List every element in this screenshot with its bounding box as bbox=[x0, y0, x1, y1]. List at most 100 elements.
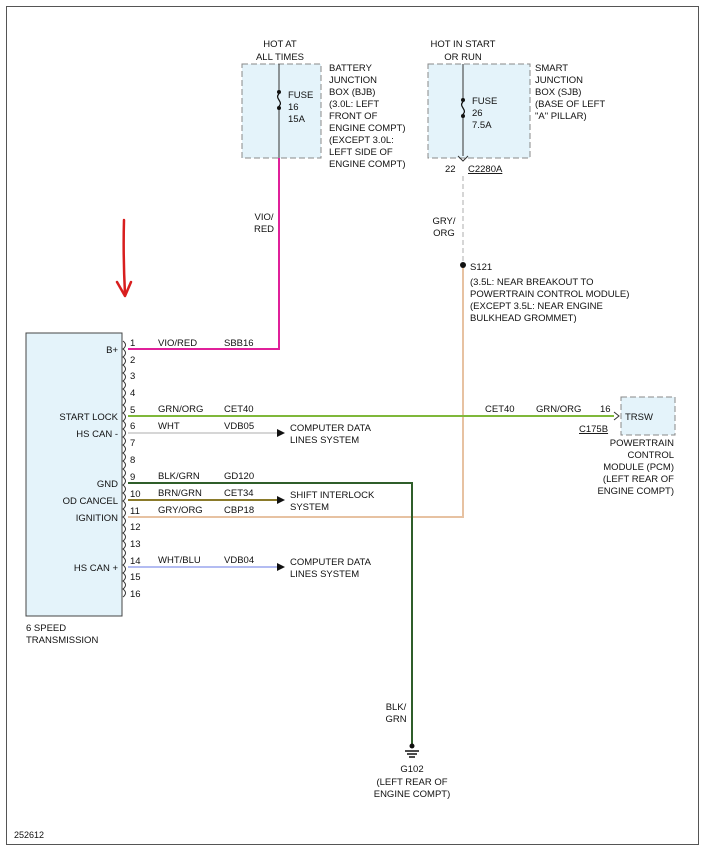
pcm-desc-line: CONTROL bbox=[628, 450, 674, 461]
bjb-fuse-label: FUSE bbox=[288, 90, 313, 101]
bjb-desc-line: JUNCTION bbox=[329, 75, 377, 86]
pin-number: 1 bbox=[130, 338, 135, 349]
smart-junction-box: HOT IN START OR RUN FUSE 26 7.5A SMART J… bbox=[427, 39, 605, 175]
ground-desc-line: ENGINE COMPT) bbox=[374, 789, 451, 800]
wire-color-label: BRN/GRN bbox=[158, 488, 202, 499]
gry-org-label-2: ORG bbox=[433, 228, 455, 239]
pin-number: 9 bbox=[130, 472, 135, 483]
signal-b-plus: B+ bbox=[106, 345, 118, 356]
bjb-desc-line: LEFT SIDE OF bbox=[329, 147, 393, 158]
signal-hs-can-plus: HS CAN + bbox=[74, 563, 119, 574]
sjb-desc-line: BOX (SJB) bbox=[535, 87, 581, 98]
circuit-id-label: CET40 bbox=[224, 404, 254, 415]
bjb-box bbox=[241, 63, 322, 159]
bjb-fuse-rating: 15A bbox=[288, 114, 306, 125]
signal-gnd: GND bbox=[97, 479, 118, 490]
circuit-id-label: SBB16 bbox=[224, 338, 254, 349]
pin-number: 13 bbox=[130, 539, 141, 550]
sjb-pin-number: 22 bbox=[445, 164, 456, 175]
dest-computer-data-1: COMPUTER DATA bbox=[290, 423, 372, 434]
dest-shift-interlock-1: SHIFT INTERLOCK bbox=[290, 490, 375, 501]
connector-pin-icon bbox=[457, 155, 469, 162]
bjb-desc-line: ENGINE COMPT) bbox=[329, 159, 406, 170]
splice-desc-line: POWERTRAIN CONTROL MODULE) bbox=[470, 289, 629, 300]
dest-computer-data-3: COMPUTER DATA bbox=[290, 557, 372, 568]
gry-org-label-1: GRY/ bbox=[432, 216, 455, 227]
module-box bbox=[25, 332, 123, 617]
pcm-signal: TRSW bbox=[625, 412, 653, 423]
bjb-desc-line: ENGINE COMPT) bbox=[329, 123, 406, 134]
circuit-id-label: VDB05 bbox=[224, 421, 254, 432]
ground-desc-line: (LEFT REAR OF bbox=[376, 777, 447, 788]
bjb-description: BATTERY JUNCTION BOX (BJB) (3.0L: LEFT F… bbox=[329, 63, 406, 170]
signal-od-cancel: OD CANCEL bbox=[63, 496, 118, 507]
fuse-icon bbox=[276, 90, 282, 110]
circuit-id-label: GD120 bbox=[224, 471, 254, 482]
pin-number: 14 bbox=[130, 556, 141, 567]
battery-junction-box: HOT AT ALL TIMES FUSE 16 15A BATTERY JUN… bbox=[241, 39, 406, 170]
arrow-icon bbox=[277, 496, 285, 504]
pcm-pin-number: 16 bbox=[600, 404, 611, 415]
ground-id: G102 bbox=[400, 764, 423, 775]
wire-vio-red bbox=[128, 158, 280, 350]
pcm-desc-line: (LEFT REAR OF bbox=[603, 474, 674, 485]
module-name-2: TRANSMISSION bbox=[26, 635, 98, 646]
wire-blk-grn bbox=[128, 482, 413, 744]
pin-number: 11 bbox=[130, 506, 140, 517]
pcm-connector-id: C175B bbox=[579, 424, 608, 435]
splice-dot-icon bbox=[460, 262, 466, 268]
sjb-fuse-label: FUSE bbox=[472, 96, 497, 107]
sjb-desc-line: JUNCTION bbox=[535, 75, 583, 86]
bjb-desc-line: FRONT OF bbox=[329, 111, 378, 122]
pin-number: 4 bbox=[130, 388, 135, 399]
wires bbox=[128, 158, 614, 744]
dest-shift-interlock-2: SYSTEM bbox=[290, 502, 329, 513]
splice-s121: S121 (3.5L: NEAR BREAKOUT TO POWERTRAIN … bbox=[460, 262, 629, 324]
sjb-desc-line: SMART bbox=[535, 63, 568, 74]
bjb-desc-line: BOX (BJB) bbox=[329, 87, 375, 98]
fuse-icon bbox=[460, 98, 466, 118]
sjb-desc-line: "A" PILLAR) bbox=[535, 111, 587, 122]
pin-number: 5 bbox=[130, 405, 135, 416]
transmission-module: B+ START LOCK HS CAN - GND OD CANCEL IGN… bbox=[25, 332, 123, 646]
wire-gry-org bbox=[128, 265, 464, 518]
sjb-power-label-2: OR RUN bbox=[444, 52, 482, 63]
bjb-power-label-1: HOT AT bbox=[263, 39, 297, 50]
connector-pin-icon bbox=[613, 411, 620, 421]
bjb-desc-line: (3.0L: LEFT bbox=[329, 99, 379, 110]
diagram-frame bbox=[6, 6, 699, 845]
bjb-fuse-number: 16 bbox=[288, 102, 299, 113]
connector-scallops bbox=[122, 340, 126, 598]
red-arrow-icon bbox=[115, 218, 133, 298]
wire-color-label: GRN/ORG bbox=[158, 404, 203, 415]
splice-desc-line: BULKHEAD GROMMET) bbox=[470, 313, 577, 324]
pin-numbers: 1 2 3 4 5 6 7 8 9 10 11 12 13 14 15 16 bbox=[130, 338, 141, 600]
wire-color-label: GRY/ORG bbox=[158, 505, 203, 516]
sjb-desc-line: (BASE OF LEFT bbox=[535, 99, 605, 110]
sjb-description: SMART JUNCTION BOX (SJB) (BASE OF LEFT "… bbox=[535, 63, 605, 122]
sjb-fuse-rating: 7.5A bbox=[472, 120, 492, 131]
circuit-labels: VIO/RED SBB16 GRN/ORG CET40 WHT VDB05 BL… bbox=[158, 338, 254, 566]
pcm-circuit-id: CET40 bbox=[485, 404, 515, 415]
figure-id: 252612 bbox=[14, 830, 44, 840]
pcm-box bbox=[620, 396, 676, 436]
splice-id: S121 bbox=[470, 262, 492, 273]
arrow-icon bbox=[277, 429, 285, 437]
wire-color-label: WHT/BLU bbox=[158, 555, 201, 566]
dest-computer-data-4: LINES SYSTEM bbox=[290, 569, 359, 580]
circuit-id-label: CET34 bbox=[224, 488, 254, 499]
pin-number: 8 bbox=[130, 455, 135, 466]
signal-ignition: IGNITION bbox=[76, 513, 118, 524]
pcm-desc-line: POWERTRAIN bbox=[610, 438, 674, 449]
pin-number: 16 bbox=[130, 589, 141, 600]
pin-number: 3 bbox=[130, 371, 135, 382]
dest-computer-data-2: LINES SYSTEM bbox=[290, 435, 359, 446]
pin-number: 10 bbox=[130, 489, 141, 500]
bjb-desc-line: (EXCEPT 3.0L: bbox=[329, 135, 394, 146]
pin-number: 12 bbox=[130, 522, 141, 533]
sjb-fuse-number: 26 bbox=[472, 108, 483, 119]
wire-color-label: BLK/GRN bbox=[158, 471, 200, 482]
splice-desc-line: (3.5L: NEAR BREAKOUT TO bbox=[470, 277, 594, 288]
pin-number: 2 bbox=[130, 355, 135, 366]
wire-color-label: WHT bbox=[158, 421, 180, 432]
